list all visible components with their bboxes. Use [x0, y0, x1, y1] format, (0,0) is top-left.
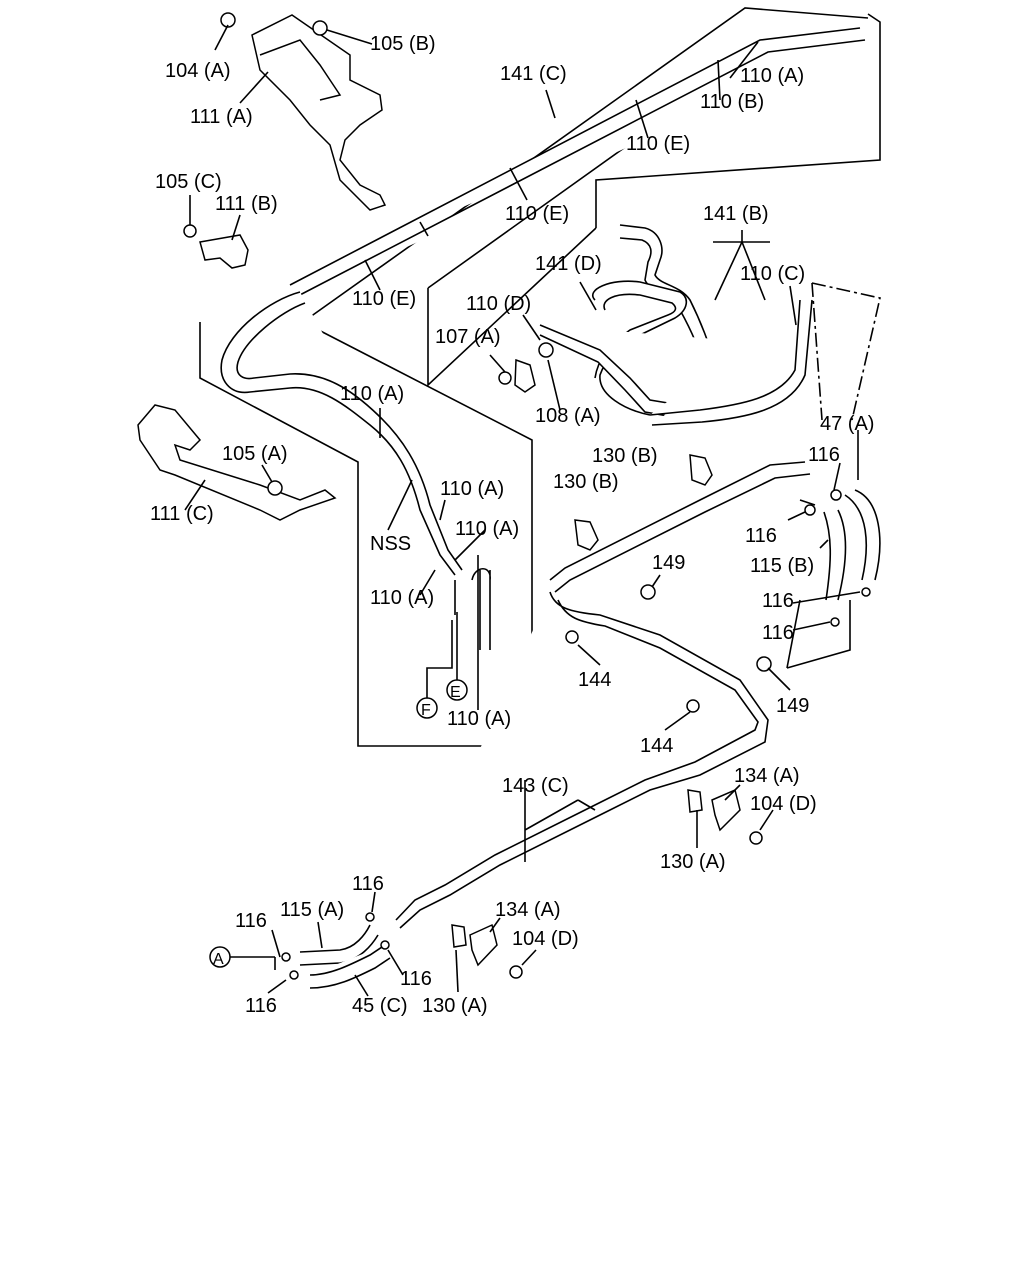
- label-149-1: 149: [652, 552, 685, 574]
- tube-141c: [220, 27, 866, 576]
- label-144-1: 144: [578, 669, 611, 691]
- label-110e-2: 110 (E): [505, 203, 569, 225]
- label-116-3: 116: [762, 590, 794, 612]
- label-130a-1: 130 (A): [660, 851, 726, 873]
- label-115b: 115 (B): [750, 555, 814, 577]
- label-105b: 105 (B): [370, 33, 436, 55]
- circled-callouts: [209, 679, 468, 968]
- label-134a-1: 134 (A): [734, 765, 800, 787]
- label-116-6: 116: [235, 910, 267, 932]
- bracket-111c: [137, 404, 337, 521]
- label-105c: 105 (C): [155, 171, 222, 193]
- label-104d-1: 104 (D): [750, 793, 817, 815]
- label-116-1: 116: [808, 444, 840, 466]
- bracket-111a: [251, 14, 387, 211]
- label-130b-1: 130 (B): [592, 445, 658, 467]
- label-nss: NSS: [370, 533, 411, 555]
- label-110e-1: 110 (E): [626, 133, 690, 155]
- label-141c: 141 (C): [500, 63, 567, 85]
- label-110a-top: 110 (A): [740, 65, 804, 87]
- label-f: F: [421, 702, 431, 719]
- tube-141b-141d: [539, 224, 813, 426]
- label-107a: 107 (A): [435, 326, 501, 348]
- label-149-2: 149: [776, 695, 809, 717]
- label-47a: 47 (A): [820, 413, 874, 435]
- label-110a-b: 110 (A): [455, 518, 519, 540]
- label-111c: 111 (C): [150, 503, 214, 525]
- label-110a-mid: 110 (A): [340, 383, 404, 405]
- label-143c: 143 (C): [502, 775, 569, 797]
- label-110c: 110 (C): [740, 263, 805, 285]
- label-111a: 111 (A): [190, 106, 253, 128]
- label-111b: 111 (B): [215, 193, 278, 215]
- labels: 104 (A) 105 (B) 111 (A) 141 (C) 110 (A) …: [150, 33, 874, 1017]
- label-141b: 141 (B): [703, 203, 769, 225]
- leader-lines: [184, 24, 861, 997]
- label-134a-2: 134 (A): [495, 899, 561, 921]
- label-e: E: [450, 684, 461, 701]
- bracket-111b: [183, 224, 249, 269]
- label-116-8: 116: [245, 995, 277, 1017]
- label-110a-a: 110 (A): [440, 478, 504, 500]
- label-116-7: 116: [400, 968, 432, 990]
- label-130a-2: 130 (A): [422, 995, 488, 1017]
- label-45c: 45 (C): [352, 995, 408, 1017]
- label-141d: 141 (D): [535, 253, 602, 275]
- label-144-2: 144: [640, 735, 673, 757]
- label-104d-2: 104 (D): [512, 928, 579, 950]
- hoses: [299, 489, 881, 989]
- label-105a: 105 (A): [222, 443, 288, 465]
- label-110e-3: 110 (E): [352, 288, 416, 310]
- label-130b-2: 130 (B): [553, 471, 619, 493]
- label-110a-c: 110 (A): [370, 587, 434, 609]
- label-110d: 110 (D): [466, 293, 531, 315]
- label-a: A: [213, 951, 224, 968]
- fasteners: [220, 12, 871, 980]
- label-116-5: 116: [352, 873, 384, 895]
- tube-143c: [395, 461, 811, 929]
- label-116-4: 116: [762, 622, 794, 644]
- label-116-2: 116: [745, 525, 777, 547]
- label-110a-d: 110 (A): [447, 708, 511, 730]
- label-108a: 108 (A): [535, 405, 601, 427]
- label-110b: 110 (B): [700, 91, 764, 113]
- label-104a-top: 104 (A): [165, 60, 231, 82]
- label-115a: 115 (A): [280, 899, 344, 921]
